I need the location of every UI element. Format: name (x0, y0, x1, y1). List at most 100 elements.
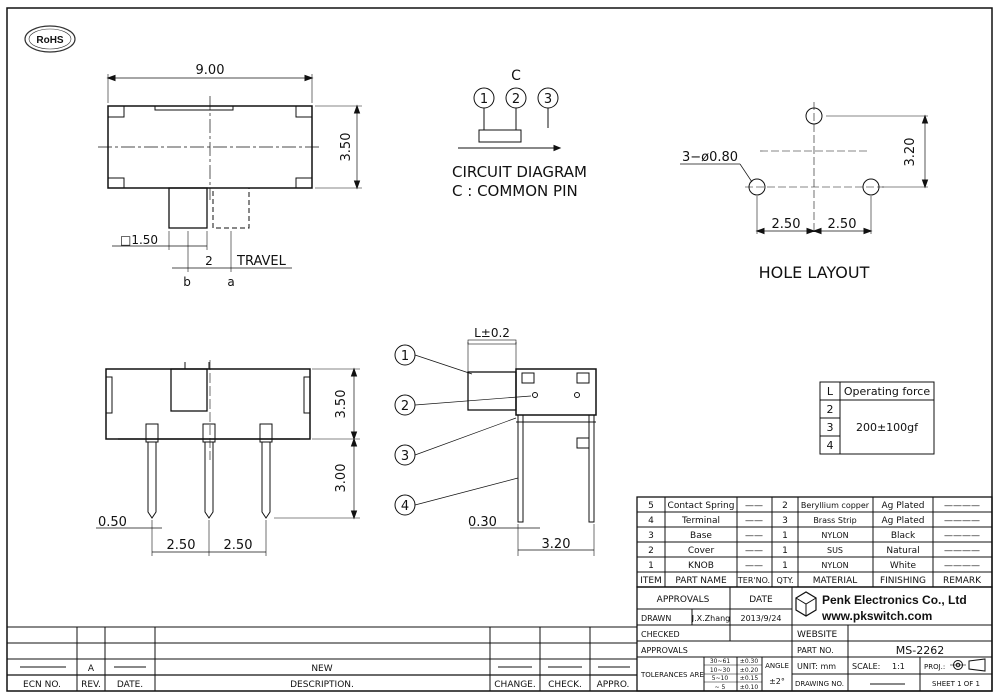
bom-remark: ———— (944, 546, 980, 556)
bom-finish: Ag Plated (882, 501, 925, 511)
rev-header-change: CHANGE. (494, 680, 535, 690)
company-website: www.pkswitch.com (821, 609, 932, 623)
bom-item: 4 (648, 516, 654, 526)
top-height-dim: 3.50 (339, 133, 354, 162)
hole-pitch-left: 2.50 (772, 217, 801, 232)
bom-item: 2 (648, 546, 654, 556)
tol-value-3: ±0.15 (740, 675, 759, 682)
sheet-label: SHEET 1 OF 1 (932, 680, 980, 688)
bom-remark: ———— (944, 561, 980, 571)
hole-callout: 3−ø0.80 (682, 150, 738, 165)
bom-ter: —— (745, 531, 763, 541)
tol-range-1: 30~61 (710, 658, 730, 665)
tolerances-label: TOLERANCES ARE (640, 671, 704, 679)
projection-label: PROJ.: (924, 663, 945, 671)
bom-part-name: Base (690, 531, 712, 541)
rev-header-ecn: ECN NO. (23, 680, 61, 690)
bom-remark: ———— (944, 531, 980, 541)
force-row-3: 3 (827, 421, 834, 434)
rev-header-check: CHECK. (548, 680, 582, 690)
bom-qty: 3 (782, 516, 788, 526)
bom-ter: —— (745, 561, 763, 571)
bom-part-name: Terminal (681, 516, 720, 526)
bom-ter: —— (745, 501, 763, 511)
front-height-dim: 3.50 (334, 390, 349, 419)
force-col-header: Operating force (844, 385, 930, 398)
circuit-pin-3: 3 (544, 92, 552, 107)
date-label: DATE (749, 595, 773, 605)
tol-value-2: ±0.20 (740, 667, 759, 674)
rev-header-rev: REV. (81, 680, 101, 690)
bom-ter: —— (745, 516, 763, 526)
bom-item: 5 (648, 501, 654, 511)
force-row-2: 2 (827, 403, 834, 416)
drawn-date: 2013/9/24 (740, 614, 781, 623)
part-no-label: PART NO. (797, 646, 834, 655)
bom-material: NYLON (821, 561, 848, 570)
circuit-title: CIRCUIT DIAGRAM (452, 163, 587, 181)
revision-description: NEW (311, 664, 332, 674)
bom-finish: Natural (886, 546, 919, 556)
bom-remark: ———— (944, 501, 980, 511)
drawn-label: DRAWN (641, 614, 671, 623)
drawn-name: J.X.Zhang (691, 614, 731, 623)
callout-1: 1 (401, 349, 409, 364)
rev-header-appro: APPRO. (597, 680, 630, 690)
circuit-diagram (458, 87, 562, 152)
knob-size-dim: □1.50 (120, 233, 158, 247)
hole-layout-drawing (680, 102, 929, 235)
callout-3: 3 (401, 449, 409, 464)
bom-qty: 1 (782, 561, 788, 571)
force-col-l: L (827, 385, 834, 398)
tol-range-2: 10~30 (710, 667, 730, 674)
travel-label: TRAVEL (236, 254, 287, 269)
position-b-label: b (183, 275, 191, 289)
angle-value: ±2° (769, 677, 785, 686)
bom-part-name: KNOB (688, 561, 714, 571)
tol-value-4: ±0.10 (740, 684, 759, 691)
common-pin-label: C (511, 68, 521, 84)
website-label: WEBSITE (797, 630, 837, 640)
rev-header-description: DESCRIPTION. (290, 680, 354, 690)
unit-label: UNIT: mm (797, 662, 836, 671)
bom-header-remark: REMARK (943, 576, 982, 586)
tol-range-4: ~ 5 (715, 684, 726, 691)
bom-qty: 2 (782, 501, 788, 511)
bom-finish: White (890, 561, 917, 571)
front-view (96, 360, 360, 556)
bom-part-name: Cover (688, 546, 715, 556)
side-view (394, 339, 597, 556)
force-row-4: 4 (827, 439, 834, 452)
drawing-no-label: DRAWING NO. (795, 680, 844, 688)
bom-qty: 1 (782, 531, 788, 541)
circuit-pin-1: 1 (480, 92, 488, 107)
bom-material: Beryllium copper (801, 501, 870, 510)
hole-layout-title: HOLE LAYOUT (759, 263, 870, 282)
bom-rows: 5 Contact Spring —— 2 Beryllium copper A… (640, 501, 982, 586)
part-number: MS-2262 (896, 644, 944, 657)
tol-value-1: ±0.30 (740, 658, 759, 665)
top-width-dim: 9.00 (196, 63, 225, 78)
bom-item: 1 (648, 561, 654, 571)
rohs-logo: RoHS (24, 25, 76, 53)
tol-range-3: 5~10 (712, 675, 729, 682)
revision-block (6, 626, 638, 692)
bom-qty: 1 (782, 546, 788, 556)
title-block (636, 586, 993, 692)
top-view (98, 74, 362, 272)
side-tolerance: L±0.2 (474, 326, 510, 340)
approvals-label: APPROVALS (657, 595, 710, 605)
bom-item: 3 (648, 531, 654, 541)
circuit-subtitle: C : COMMON PIN (452, 182, 578, 200)
bom-header-finishing: FINISHING (880, 576, 926, 586)
scale-value: 1:1 (892, 662, 905, 671)
callout-4: 4 (401, 499, 409, 514)
angle-label: ANGLE (765, 662, 789, 670)
front-pin-dim: 3.00 (334, 464, 349, 493)
circuit-pin-2: 2 (512, 92, 520, 107)
bom-material: SUS (827, 546, 843, 555)
bom-header-ter: TER'NO. (737, 576, 770, 585)
hole-vertical-dim: 3.20 (903, 138, 918, 167)
hole-pitch-right: 2.50 (828, 217, 857, 232)
